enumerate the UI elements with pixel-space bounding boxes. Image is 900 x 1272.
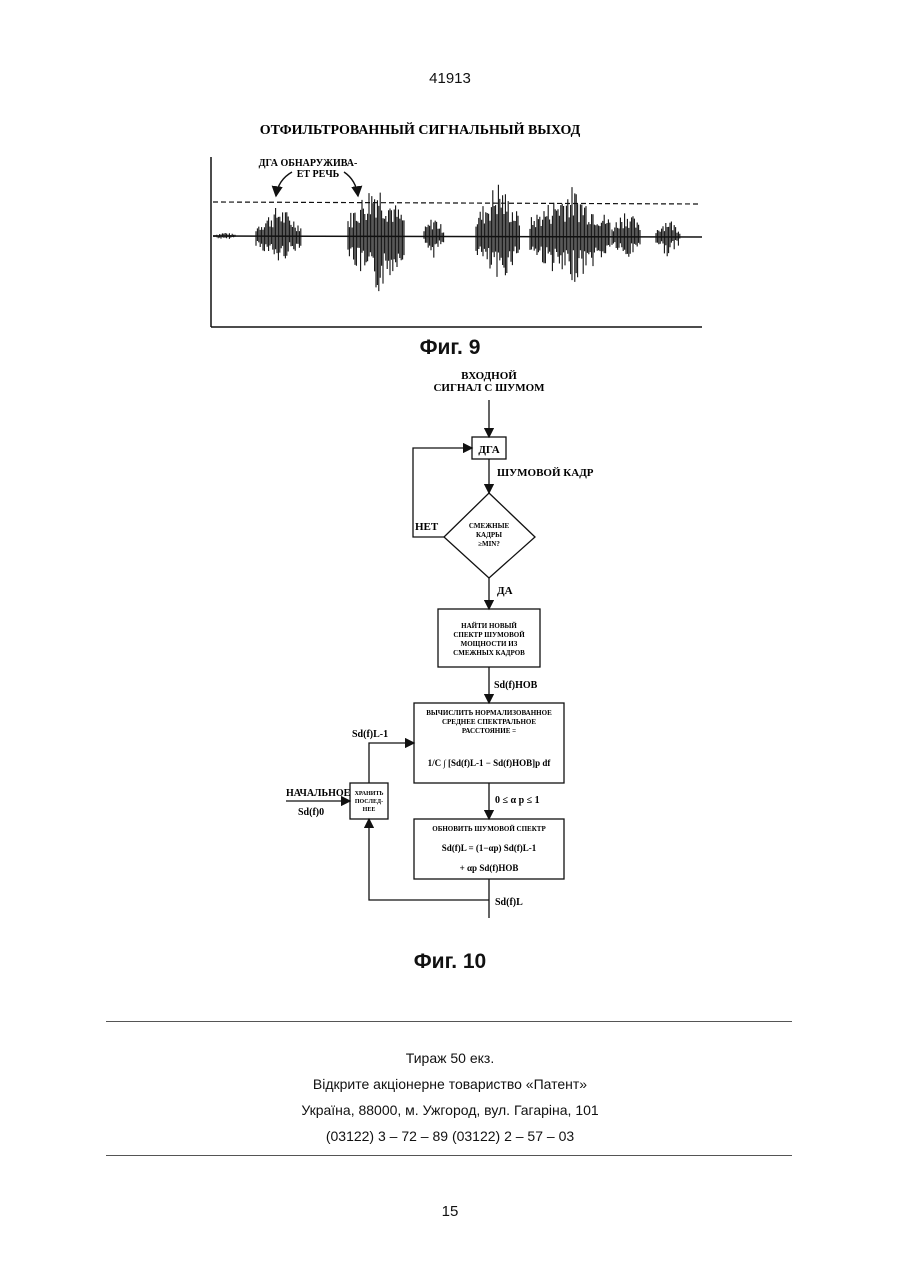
input-signal-line1: ВХОДНОЙ — [461, 370, 517, 382]
colophon-line4: (03122) 3 – 72 – 89 (03122) 2 – 57 – 03 — [0, 1123, 900, 1149]
fig9-signal-strokes — [214, 185, 680, 291]
colophon-line2: Відкрите акціонерне товариство «Патент» — [0, 1071, 900, 1097]
fig9-signal — [214, 185, 680, 291]
colophon-top-rule — [106, 1021, 792, 1022]
input-signal-line2: СИГНАЛ С ШУМОМ — [433, 382, 545, 394]
vad-box-label: ДГА — [478, 444, 499, 456]
initial-line1: НАЧАЛЬНОЕ — [286, 788, 351, 799]
update-line1: ОБНОВИТЬ ШУМОВОЙ СПЕКТР — [432, 825, 546, 833]
colophon: Тираж 50 екз. Відкрите акціонерне товари… — [0, 1045, 900, 1149]
fig9-caption: Фиг. 9 — [0, 336, 900, 360]
compute-formula: 1/C ∫ [Sd(f)L-1 − Sd(f)НОВ]p df — [428, 758, 552, 769]
range-label: 0 ≤ α p ≤ 1 — [495, 795, 540, 806]
find-box-line4: СМЕЖНЫХ КАДРОВ — [453, 649, 525, 657]
fig9-annotation-arrow-right — [344, 172, 358, 196]
fig10-caption: Фиг. 10 — [0, 950, 900, 974]
sd-out-label: Sd(f)L — [495, 897, 523, 908]
store-line2: ПОСЛЕД- — [355, 799, 383, 805]
diamond-line3: ≥MIN? — [478, 540, 500, 548]
compute-line2: СРЕДНЕЕ СПЕКТРАЛЬНОЕ — [442, 718, 536, 726]
compute-line1: ВЫЧИСЛИТЬ НОРМАЛИЗОВАННОЕ — [426, 709, 552, 717]
page-number: 15 — [0, 1203, 900, 1220]
find-box-line3: МОЩНОСТИ ИЗ — [461, 640, 518, 648]
compute-line3: РАССТОЯНИЕ = — [462, 727, 516, 735]
yes-label: ДА — [497, 585, 513, 597]
store-line3: НЕЕ — [363, 807, 376, 813]
colophon-line1: Тираж 50 екз. — [0, 1045, 900, 1071]
fig9-annotation-arrow-left — [276, 172, 292, 196]
find-box-line1: НАЙТИ НОВЫЙ — [461, 622, 517, 630]
diamond-line1: СМЕЖНЫЕ — [469, 522, 510, 530]
update-line2: Sd(f)L = (1−αp) Sd(f)L-1 — [442, 843, 537, 853]
fig9-title: ОТФИЛЬТРОВАННЫЙ СИГНАЛЬНЫЙ ВЫХОД — [260, 121, 581, 138]
find-box-line2: СПЕКТР ШУМОВОЙ — [453, 631, 525, 639]
figure-9-waveform: ОТФИЛЬТРОВАННЫЙ СИГНАЛЬНЫЙ ВЫХОД ДГА ОБН… — [211, 121, 702, 327]
noise-frame-label: ШУМОВОЙ КАДР — [497, 467, 594, 479]
sd-new-label: Sd(f)НОВ — [494, 680, 538, 691]
sd-prev-label: Sd(f)L-1 — [352, 729, 388, 740]
initial-line2: Sd(f)0 — [298, 807, 324, 818]
colophon-bottom-rule — [106, 1155, 792, 1156]
figure-10-flowchart: ВХОДНОЙ СИГНАЛ С ШУМОМ ДГА ШУМОВОЙ КАДР … — [286, 370, 594, 918]
fig9-annotation-line1: ДГА ОБНАРУЖИВА- — [259, 158, 358, 169]
store-line1: ХРАНИТЬ — [355, 791, 384, 797]
update-line3: + αp Sd(f)НОВ — [460, 863, 519, 873]
fig9-threshold-line — [213, 202, 700, 204]
no-label: НЕТ — [415, 521, 439, 533]
diamond-line2: КАДРЫ — [476, 531, 502, 539]
fig9-annotation-line2: ЕТ РЕЧЬ — [297, 169, 340, 180]
colophon-line3: Україна, 88000, м. Ужгород, вул. Гагарін… — [0, 1097, 900, 1123]
arrow-store-to-compute — [369, 743, 414, 783]
